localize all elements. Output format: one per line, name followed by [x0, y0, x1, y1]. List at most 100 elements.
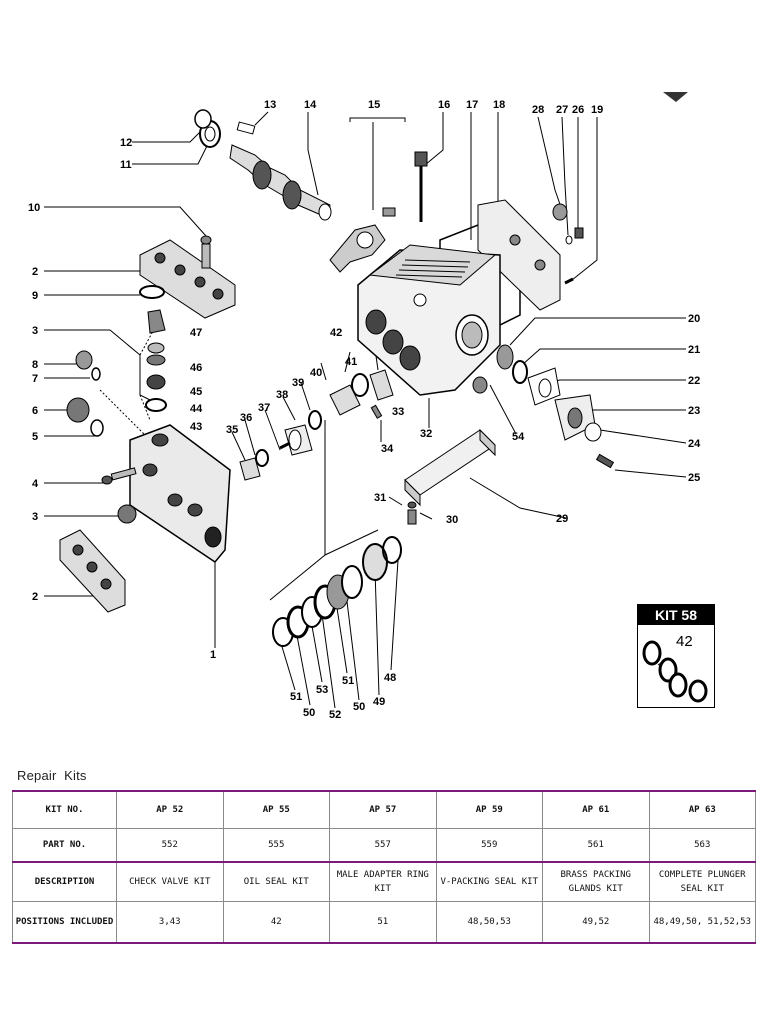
- plunger-group-parts: [239, 384, 361, 481]
- kit-seal-rings-illustration: [642, 640, 708, 703]
- part-no-cell: 552: [116, 828, 224, 863]
- callout-label: 39: [292, 377, 304, 389]
- kit-no-label: KIT NO.: [12, 790, 117, 829]
- o-ring-part-9: [139, 285, 165, 299]
- callout-label: 37: [258, 402, 270, 414]
- callout-label: 52: [329, 709, 341, 721]
- callout-label: 14: [304, 99, 317, 111]
- part-no-cell: 561: [542, 828, 650, 863]
- part-no-label: PART NO.: [12, 828, 117, 863]
- callout-label: 36: [240, 412, 252, 424]
- plug-part-8: [75, 350, 101, 381]
- callout-label: 11: [120, 159, 132, 171]
- kit-58-inset: KIT 58 42: [637, 604, 715, 708]
- description-cell: V-PACKING SEAL KIT: [435, 861, 543, 902]
- table-row: PART NO. 552 555 557 559 561 563: [12, 828, 756, 863]
- callout-label: 5: [32, 431, 38, 443]
- description-cell: OIL SEAL KIT: [222, 861, 330, 902]
- callout-label: 25: [688, 472, 700, 484]
- callout-label: 4: [32, 478, 39, 490]
- callout-labels: 13 14 15 16 17 18 28 27 26 19 12 11 10 2…: [28, 99, 701, 721]
- callout-label: 17: [466, 99, 478, 111]
- connecting-rod-part: [329, 207, 396, 273]
- callout-label: 42: [330, 327, 342, 339]
- kit-header-cell: AP 63: [648, 790, 756, 829]
- callout-label: 3: [32, 325, 38, 337]
- manifold-head-part: [129, 424, 231, 563]
- callout-label: 21: [688, 344, 700, 356]
- kit-header-cell: AP 61: [542, 790, 650, 829]
- description-cell: CHECK VALVE KIT: [116, 861, 224, 902]
- valve-part-lower: [117, 504, 137, 524]
- callout-label: 8: [32, 359, 38, 371]
- callout-label: 50: [303, 707, 315, 719]
- callout-label: 26: [572, 104, 584, 116]
- callout-label: 32: [420, 428, 432, 440]
- pin-part: [370, 404, 383, 419]
- part-no-cell: 563: [648, 828, 756, 863]
- callout-label: 51: [342, 675, 354, 687]
- callout-label: 34: [381, 443, 394, 455]
- corner-mark: [663, 92, 688, 102]
- table-row: DESCRIPTION CHECK VALVE KIT OIL SEAL KIT…: [12, 861, 756, 902]
- bearing-cover-parts: [496, 344, 615, 469]
- bolt-part-10: [200, 235, 212, 269]
- crankcase-part: [357, 244, 501, 396]
- kit-inset-part-number: 42: [676, 633, 693, 650]
- callout-label: 7: [32, 373, 38, 385]
- callout-label: 13: [264, 99, 276, 111]
- plug-parts: [552, 203, 584, 285]
- table-row: POSITIONS INCLUDED 3,43 42 51 48,50,53 4…: [12, 901, 756, 944]
- plug-part-6: [66, 397, 104, 437]
- description-cell: COMPLETE PLUNGER SEAL KIT: [648, 861, 756, 902]
- crankshaft-part: [229, 144, 332, 221]
- table-header-row: KIT NO. AP 52 AP 55 AP 57 AP 59 AP 61 AP…: [12, 790, 756, 829]
- callout-label: 16: [438, 99, 450, 111]
- callout-label: 43: [190, 421, 202, 433]
- bolt-part-4: [101, 467, 137, 485]
- callout-label: 44: [190, 403, 203, 415]
- callout-label: 28: [532, 104, 544, 116]
- bolt-part-30: [407, 501, 417, 525]
- callout-label: 51: [290, 691, 302, 703]
- positions-cell: 51: [329, 901, 437, 944]
- seal-ring-part: [194, 109, 221, 148]
- callout-label: 2: [32, 266, 38, 278]
- key-part: [236, 121, 256, 135]
- callout-label: 22: [688, 375, 700, 387]
- kit-inset-title: KIT 58: [638, 605, 714, 625]
- description-label: DESCRIPTION: [12, 861, 117, 902]
- mounting-bracket-part: [404, 428, 496, 507]
- callout-label: 41: [345, 356, 357, 368]
- callout-label: 54: [512, 431, 525, 443]
- callout-label: 27: [556, 104, 568, 116]
- kit-header-cell: AP 59: [435, 790, 543, 829]
- plug-part-54: [472, 376, 488, 394]
- callout-label: 45: [190, 386, 202, 398]
- repair-kits-table: KIT NO. AP 52 AP 55 AP 57 AP 59 AP 61 AP…: [12, 790, 756, 944]
- callout-label: 31: [374, 492, 386, 504]
- callout-label: 48: [384, 672, 396, 684]
- kit-header-cell: AP 52: [116, 790, 224, 829]
- callout-label: 19: [591, 104, 603, 116]
- callout-label: 40: [310, 367, 322, 379]
- callout-label: 47: [190, 327, 202, 339]
- oil-seal-parts: [351, 369, 394, 401]
- callout-label: 29: [556, 513, 568, 525]
- positions-cell: 42: [222, 901, 330, 944]
- callout-label: 23: [688, 405, 700, 417]
- callout-label: 24: [688, 438, 701, 450]
- callout-label: 3: [32, 511, 38, 523]
- callout-label: 33: [392, 406, 404, 418]
- description-cell: MALE ADAPTER RING KIT: [329, 861, 437, 902]
- callout-label: 18: [493, 99, 505, 111]
- positions-cell: 3,43: [116, 901, 224, 944]
- callout-label: 1: [210, 649, 216, 661]
- positions-cell: 48,49,50, 51,52,53: [648, 901, 756, 944]
- part-no-cell: 557: [329, 828, 437, 863]
- callout-label: 20: [688, 313, 700, 325]
- callout-label: 53: [316, 684, 328, 696]
- dipstick-part: [414, 151, 428, 222]
- callout-label: 35: [226, 424, 238, 436]
- rear-cover-part: [477, 199, 561, 311]
